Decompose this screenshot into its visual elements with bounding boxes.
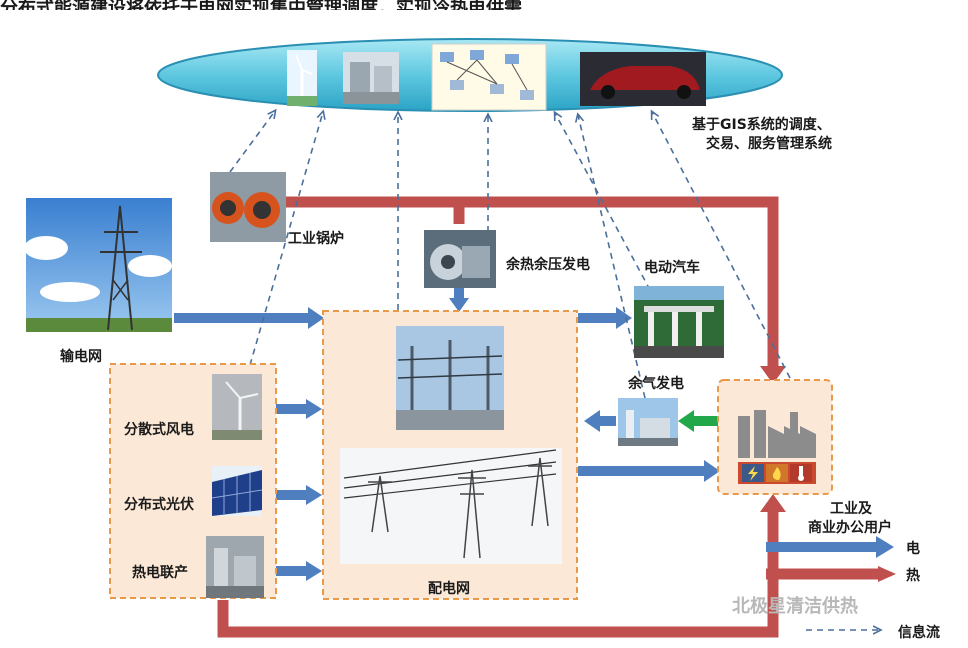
gis-system-label-line1: 基于GIS系统的调度、 bbox=[692, 117, 831, 133]
distributed-pv-label: 分布式光伏 bbox=[124, 497, 194, 513]
information-flow-lines bbox=[229, 111, 880, 630]
electric-car-image bbox=[580, 52, 706, 106]
gis-system-label-line2: 交易、服务管理系统 bbox=[706, 136, 832, 152]
gis-management-system bbox=[157, 38, 783, 112]
electric-vehicle-label: 电动汽车 bbox=[644, 260, 700, 276]
distribution-grid-label: 配电网 bbox=[428, 581, 470, 597]
heat-arrowheads bbox=[760, 366, 896, 582]
industrial-boiler-image bbox=[210, 172, 286, 242]
solar-panel-image bbox=[211, 466, 263, 516]
top-caption: 分布式能源建设将依托于电网实现集中管理调度，实现冷热电供需 bbox=[0, 0, 968, 10]
users-label-line2: 商业办公用户 bbox=[808, 520, 892, 536]
distributed-wind-label: 分散式风电 bbox=[124, 422, 194, 438]
waste-heat-power-label: 余热余压发电 bbox=[506, 257, 590, 273]
power-flow-network bbox=[174, 288, 894, 581]
factory-icon bbox=[738, 410, 816, 458]
users-label-line1: 工业及 bbox=[830, 501, 872, 517]
wind-farm-image bbox=[212, 374, 262, 440]
legend-info-label: 信息流 bbox=[898, 625, 940, 641]
substation-image bbox=[343, 52, 399, 104]
chp-plant-image bbox=[206, 536, 264, 598]
residual-gas-plant-image bbox=[618, 398, 678, 446]
legend-power-head bbox=[876, 536, 894, 558]
chp-label: 热电联产 bbox=[132, 565, 188, 581]
legend-heat-label: 热 bbox=[906, 568, 920, 584]
power-line-towers-image bbox=[340, 448, 562, 564]
distribution-substation-image bbox=[396, 326, 504, 430]
ev-charging-station-image bbox=[634, 286, 724, 358]
legend-heat-head bbox=[878, 566, 896, 582]
transmission-tower-image bbox=[24, 198, 172, 332]
watermark: 北极星清洁供热 bbox=[732, 596, 858, 617]
wind-turbine-image bbox=[287, 50, 317, 106]
heat-flow-network bbox=[217, 196, 880, 638]
waste-heat-generator-image bbox=[424, 230, 496, 288]
energy-icons-strip bbox=[738, 462, 816, 484]
network-diagram-image bbox=[431, 43, 547, 111]
transmission-grid-label: 输电网 bbox=[60, 349, 102, 365]
residual-gas-power-label: 余气发电 bbox=[628, 376, 684, 392]
industrial-boiler-label: 工业锅炉 bbox=[288, 231, 344, 247]
green-flow-arrow bbox=[678, 410, 718, 432]
legend-power-label: 电 bbox=[906, 541, 920, 557]
